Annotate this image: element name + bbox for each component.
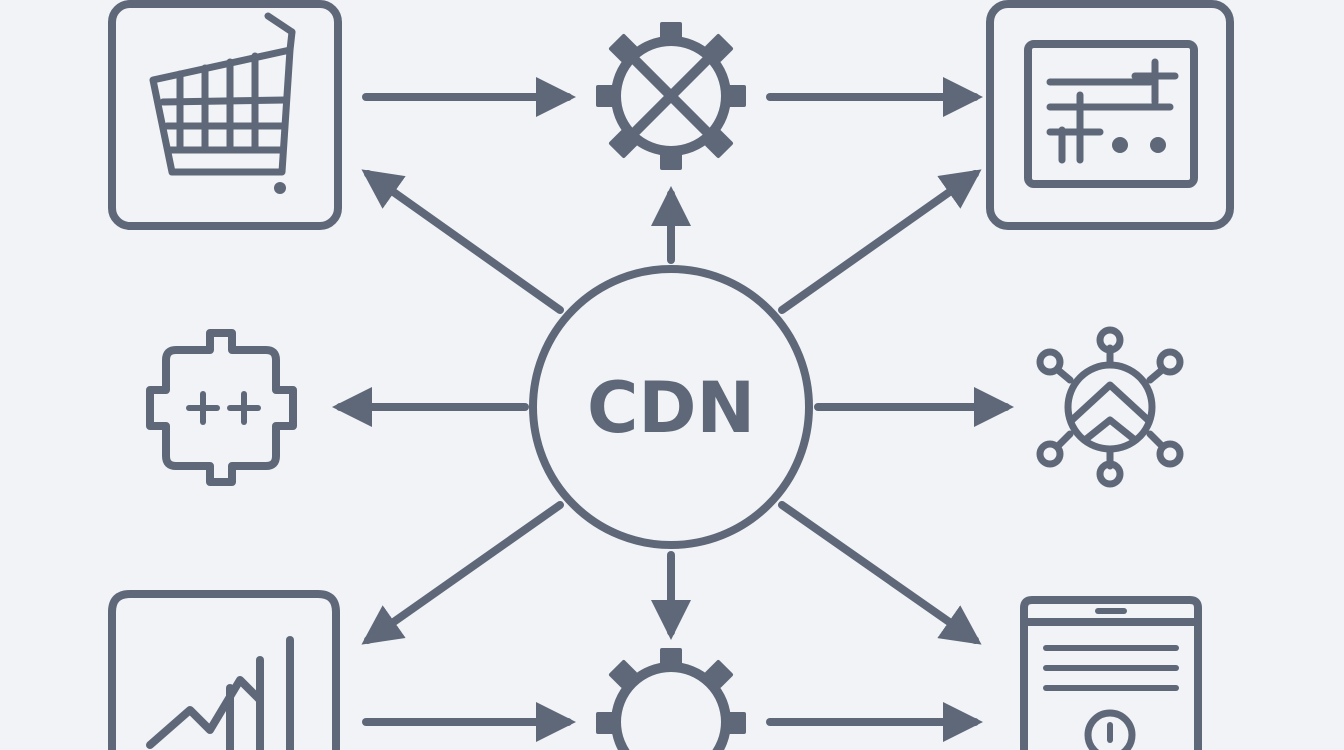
shopping-cart-icon: [149, 12, 296, 176]
network-hub-icon: [1036, 326, 1184, 488]
node-dashboard-panel: [986, 0, 1234, 230]
node-frame: [108, 0, 342, 230]
plus-puzzle-icon: [146, 329, 297, 486]
cdn-hub: CDN: [529, 265, 813, 549]
node-bar-chart: [108, 590, 340, 750]
gear-icon: [596, 648, 746, 750]
node-mobile: [1020, 596, 1202, 750]
cart-wheel: [274, 182, 286, 194]
sliders-panel-icon: [1024, 40, 1198, 188]
arrow-hub-to-chart: [361, 501, 564, 645]
connector-arrows: [332, 77, 1014, 742]
node-plus-block: [146, 329, 297, 486]
node-shopping-cart: [108, 0, 342, 230]
node-frame: [108, 590, 340, 750]
hub-label: CDN: [587, 367, 755, 449]
growth-chart-icon: [146, 636, 294, 750]
arrow-hub-to-cart: [361, 169, 564, 314]
mobile-device-icon: [1020, 596, 1202, 750]
arrow-hub-to-panel: [778, 169, 982, 314]
node-gear-cross: [596, 22, 746, 170]
node-network: [1036, 326, 1184, 488]
node-gear: [596, 648, 746, 750]
node-frame: [986, 0, 1234, 230]
arrow-hub-to-mobile: [778, 501, 982, 645]
hub-circle: [529, 265, 813, 549]
gear-x-icon: [596, 22, 746, 170]
